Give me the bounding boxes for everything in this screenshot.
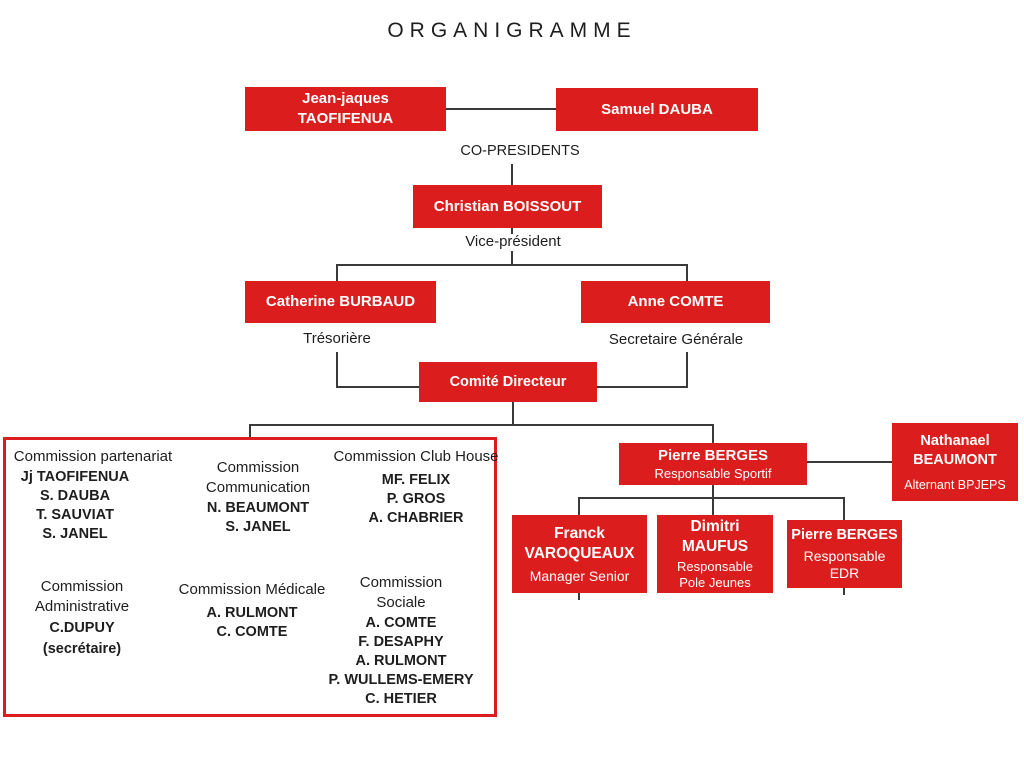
connector-line xyxy=(807,461,892,463)
person-name: Pierre BERGES xyxy=(791,527,898,543)
person-role: Alternant BPJEPS xyxy=(904,477,1006,492)
role-label-vice-president: Vice-président xyxy=(465,233,561,250)
commission-partenariat: Commission partenariat Jj TAOFIFENUA S. … xyxy=(8,447,178,544)
connector-line xyxy=(336,264,338,281)
commission-administrative: Commission Administrative C.DUPUY (secré… xyxy=(7,577,157,660)
commission-members: Jj TAOFIFENUA S. DAUBA T. SAUVIAT S. JAN… xyxy=(20,469,130,542)
commission-title: Commission Administrative xyxy=(34,578,130,615)
person-name: Catherine BURBAUD xyxy=(265,293,416,310)
person-name: Samuel DAUBA xyxy=(601,100,713,118)
person-role: Responsable Pole Jeunes xyxy=(677,559,753,590)
commissions-panel: Commission partenariat Jj TAOFIFENUA S. … xyxy=(3,437,499,717)
connector-line xyxy=(578,497,580,515)
person-name: Anne COMTE xyxy=(627,293,724,310)
connector-line xyxy=(446,108,556,110)
person-role: Manager Senior xyxy=(529,568,630,584)
role-label-tresoriere: Trésorière xyxy=(303,330,371,347)
commission-communication: Commission Communication N. BEAUMONT S. … xyxy=(178,458,338,537)
commission-title: Commission Médicale xyxy=(178,581,326,598)
commission-members: A. RULMONT C. COMTE xyxy=(206,605,298,640)
connector-line xyxy=(686,352,688,387)
commission-title: Commission partenariat xyxy=(13,448,173,465)
connector-line xyxy=(686,264,688,281)
org-box-tresoriere: Catherine BURBAUD xyxy=(245,281,436,323)
org-box-manager-senior: Franck VAROQUEAUX Manager Senior xyxy=(512,515,647,593)
commission-members: C.DUPUY (secrétaire) xyxy=(42,620,122,657)
connector-line xyxy=(843,497,845,520)
org-box-alternant-bpjeps: Nathanael BEAUMONT Alternant BPJEPS xyxy=(892,423,1018,501)
page-title: ORGANIGRAMME xyxy=(387,19,637,42)
connector-line xyxy=(511,251,513,265)
commission-sociale: Commission Sociale A. COMTE F. DESAPHY A… xyxy=(311,573,491,709)
connector-line xyxy=(249,424,251,438)
commission-members: A. COMTE F. DESAPHY A. RULMONT P. WULLEM… xyxy=(328,615,474,707)
commission-members: N. BEAUMONT S. JANEL xyxy=(206,500,310,535)
org-box-co-president-2: Samuel DAUBA xyxy=(556,88,758,131)
person-name: Jean-jaques TAOFIFENUA xyxy=(297,90,394,127)
connector-line xyxy=(511,228,513,234)
person-name: Nathanael BEAUMONT xyxy=(913,432,997,468)
connector-line xyxy=(578,593,580,600)
commission-club-house: Commission Club House MF. FELIX P. GROS … xyxy=(331,447,501,528)
role-label-co-presidents: CO-PRESIDENTS xyxy=(460,143,580,159)
org-box-comite-directeur: Comité Directeur xyxy=(419,362,597,402)
connector-line xyxy=(712,485,714,498)
org-box-secretaire-generale: Anne COMTE xyxy=(581,281,770,323)
commission-title: Commission Communication xyxy=(205,459,311,496)
commission-medicale: Commission Médicale A. RULMONT C. COMTE xyxy=(167,580,337,642)
org-box-responsable-pole-jeunes: Dimitri MAUFUS Responsable Pole Jeunes xyxy=(657,515,773,593)
connector-line xyxy=(512,402,514,425)
connector-line xyxy=(597,386,688,388)
connector-line xyxy=(843,588,845,595)
person-name: Christian BOISSOUT xyxy=(433,197,582,215)
connector-line xyxy=(578,497,845,499)
org-box-responsable-sportif: Pierre BERGES Responsable Sportif xyxy=(619,443,807,485)
group-name: Comité Directeur xyxy=(449,374,567,390)
org-box-vice-president: Christian BOISSOUT xyxy=(413,185,602,228)
org-box-responsable-edr: Pierre BERGES Responsable EDR xyxy=(787,520,902,588)
org-box-co-president-1: Jean-jaques TAOFIFENUA xyxy=(245,87,446,131)
connector-line xyxy=(712,424,714,443)
role-label-secretaire-generale: Secretaire Générale xyxy=(608,331,744,348)
person-role: Responsable EDR xyxy=(803,548,886,581)
connector-line xyxy=(249,424,714,426)
person-name: Dimitri MAUFUS xyxy=(681,518,749,555)
person-name: Pierre BERGES xyxy=(657,447,769,464)
commission-members: MF. FELIX P. GROS A. CHABRIER xyxy=(368,472,464,526)
person-name: Franck VAROQUEAUX xyxy=(524,525,635,562)
connector-line xyxy=(336,352,338,387)
commission-title: Commission Sociale xyxy=(359,574,443,611)
person-role: Responsable Sportif xyxy=(654,466,772,481)
commission-title: Commission Club House xyxy=(333,448,499,465)
connector-line xyxy=(511,164,513,185)
connector-line xyxy=(336,264,687,266)
connector-line xyxy=(336,386,419,388)
connector-line xyxy=(712,497,714,515)
